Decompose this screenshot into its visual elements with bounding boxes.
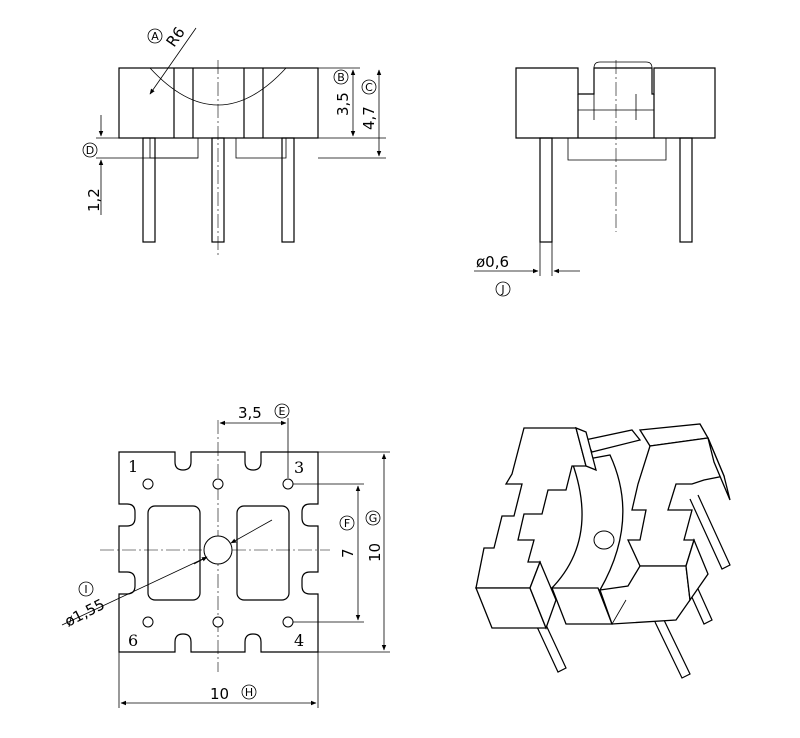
callout-i: I: [84, 583, 87, 596]
width-dim: 10: [210, 685, 229, 703]
pin-label-1: 1: [128, 457, 138, 476]
isometric-view: [475, 423, 731, 679]
callout-b: B: [337, 71, 345, 84]
front-view: R6 A 3,5 B 4,7 C 1,2 D: [82, 24, 386, 258]
side-view: ø0,6 J: [474, 60, 716, 297]
callout-d: D: [86, 144, 94, 157]
radius-dim: R6: [163, 24, 189, 51]
pin-span-dim: 7: [339, 548, 357, 558]
pin-label-6: 6: [128, 631, 138, 650]
callout-a: A: [151, 30, 159, 43]
pin-pitch-dim: 3,5: [238, 404, 262, 422]
callout-g: G: [369, 512, 378, 525]
pin-label-4: 4: [294, 631, 304, 650]
hole-diameter-dim: ø1,55: [62, 595, 108, 630]
callout-j: J: [500, 283, 504, 296]
body-height-dim: 3,5: [334, 92, 352, 116]
pin-diameter-dim: ø0,6: [476, 253, 509, 271]
callout-e: E: [279, 405, 286, 418]
iso-pins: [531, 494, 731, 679]
pin-label-3: 3: [294, 458, 304, 477]
callout-h: H: [245, 686, 253, 699]
standoff-dim: 1,2: [85, 188, 103, 212]
height-dim: 10: [366, 543, 384, 562]
callout-f: F: [344, 517, 350, 530]
bottom-view: 1 3 6 4 3,5 E 7 F 10 G 10 H ø1,55: [62, 403, 390, 708]
total-height-dim: 4,7: [360, 106, 378, 130]
callout-c: C: [365, 81, 373, 94]
